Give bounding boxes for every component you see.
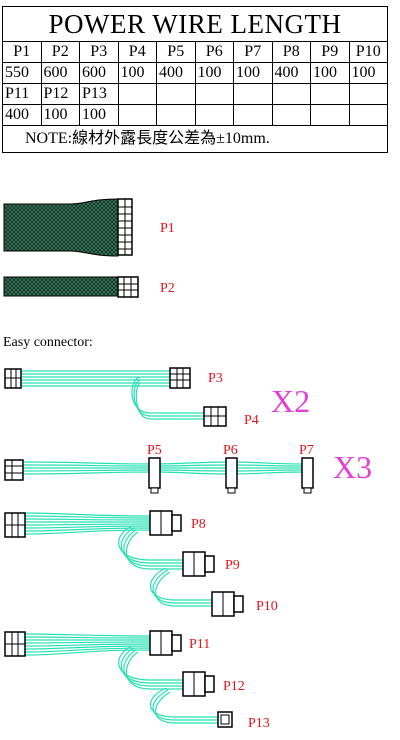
group4-wires (24, 633, 218, 724)
table-cell: P9 (310, 41, 350, 63)
p7-connector (301, 457, 314, 494)
multiplier-x2: X2 (271, 383, 310, 419)
p8-connector (149, 510, 182, 536)
table-row: 400 100 100 (2, 104, 388, 126)
table-cell: 400 (2, 104, 42, 126)
p1-sleeved-cable (3, 198, 119, 257)
table-cell: 100 (40, 104, 80, 126)
label-p13: P13 (248, 716, 270, 731)
label-p3: P3 (208, 371, 223, 386)
table-cell: P1 (2, 41, 42, 63)
p4-connector (203, 406, 227, 427)
p1-connector (117, 198, 133, 256)
group1-input-connector (4, 368, 22, 389)
table-cell: P7 (233, 41, 273, 63)
p3-connector (169, 367, 191, 389)
label-p9: P9 (225, 558, 240, 573)
label-p11: P11 (189, 637, 210, 652)
group2-input-connector (4, 459, 24, 481)
table-cell: 400 (156, 62, 196, 84)
label-p5: P5 (147, 443, 162, 458)
table-cell: P6 (194, 41, 234, 63)
table-row: P1 P2 P3 P4 P5 P6 P7 P8 P9 P10 (2, 41, 388, 63)
group4-input-connector (4, 631, 26, 657)
p10-connector (211, 591, 244, 617)
table-cell: 550 (2, 62, 42, 84)
p12-connector (182, 671, 215, 697)
table-cell: P10 (348, 41, 388, 63)
group2-wires (23, 461, 305, 475)
p6-connector (225, 457, 238, 494)
label-p4: P4 (244, 413, 259, 428)
label-p1: P1 (160, 221, 175, 236)
table-cell: 100 (117, 62, 157, 84)
easy-connector-label: Easy connector: (3, 335, 93, 350)
p11-connector (149, 630, 182, 656)
group3-wires (24, 512, 212, 607)
power-wire-length-table: POWER WIRE LENGTH P1 P2 P3 P4 P5 P6 P7 P… (2, 6, 388, 153)
table-cell: 100 (348, 62, 388, 84)
label-p2: P2 (160, 281, 175, 296)
group1-wires (22, 370, 204, 420)
label-p12: P12 (223, 679, 245, 694)
table-cell: 100 (194, 62, 234, 84)
table-row: 550 600 600 100 400 100 100 400 100 100 (2, 62, 388, 84)
label-p6: P6 (223, 443, 238, 458)
table-title: POWER WIRE LENGTH (2, 6, 388, 42)
p2-sleeved-cable (3, 276, 119, 297)
p2-connector (117, 276, 139, 298)
label-p10: P10 (256, 599, 278, 614)
label-p8: P8 (191, 517, 206, 532)
group3-input-connector (4, 512, 26, 538)
table-row: P11 P12 P13 (2, 83, 388, 105)
label-p7: P7 (299, 443, 314, 458)
p13-connector (217, 711, 233, 728)
multiplier-x3: X3 (333, 449, 372, 485)
p9-connector (182, 551, 215, 577)
p5-connector (148, 457, 161, 494)
tolerance-note: NOTE:線材外露長度公差為±10mm. (2, 125, 388, 153)
